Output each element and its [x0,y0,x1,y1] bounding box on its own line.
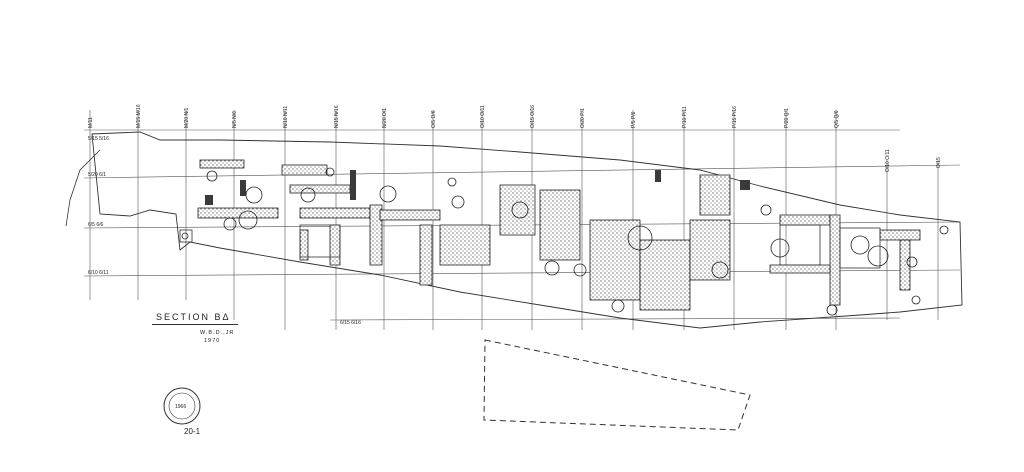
right-col-label: O/10 O/11 [885,149,891,172]
stamp-text: 1966 [175,404,186,410]
sheet-number: 20-1 [184,427,201,436]
row-label: 6/15 6/16 [340,320,361,326]
column-labels: M/11 M/15 M/16 M/20 N/1 N/5 N/6 N/10 N/1… [88,104,942,172]
archive-stamp: 1966 [163,387,201,425]
row-label: 5/15 5/16 [88,136,109,142]
col-label: P/15 P/16 [732,106,738,128]
col-label: P/10 P/11 [682,106,688,128]
col-label: M/11 [88,117,94,128]
col-label: P/5 P/6 [631,111,637,128]
row-label: 6/5 6/6 [88,222,104,228]
author-initials: W.B.D.,JR [200,330,235,336]
col-label: N/5 N/6 [232,111,238,128]
col-label: M/15 M/16 [136,104,142,128]
col-label: Q/5 Q/6 [834,110,840,128]
dashed-trench-outline [483,339,751,431]
col-label: M/20 N/1 [184,107,190,128]
architectural-remains [179,159,921,311]
col-label: N/20 O/1 [382,108,388,128]
col-label: O/10 O/11 [480,105,486,128]
excavation-outline [65,131,963,329]
col-label: O/15 O/16 [530,105,536,128]
col-label: P/20 Q/1 [784,108,790,128]
title-underline [152,324,238,325]
section-title: SECTION BΔ [156,312,231,322]
col-label: O/20 P/1 [580,108,586,128]
row-label: 6/10 6/11 [88,270,109,276]
row-labels: 5/15 5/16 5/20 6/1 6/5 6/6 6/10 6/11 6/1… [88,136,361,326]
col-label: N/15 N/16 [334,105,340,128]
row-label: 5/20 6/1 [88,172,106,178]
right-col-label: O/15 [936,157,942,168]
col-label: N/10 N/11 [283,106,289,128]
pits [181,167,949,316]
col-label: O/5 O/6 [431,110,437,128]
drawing-year: 1970 [204,338,221,344]
